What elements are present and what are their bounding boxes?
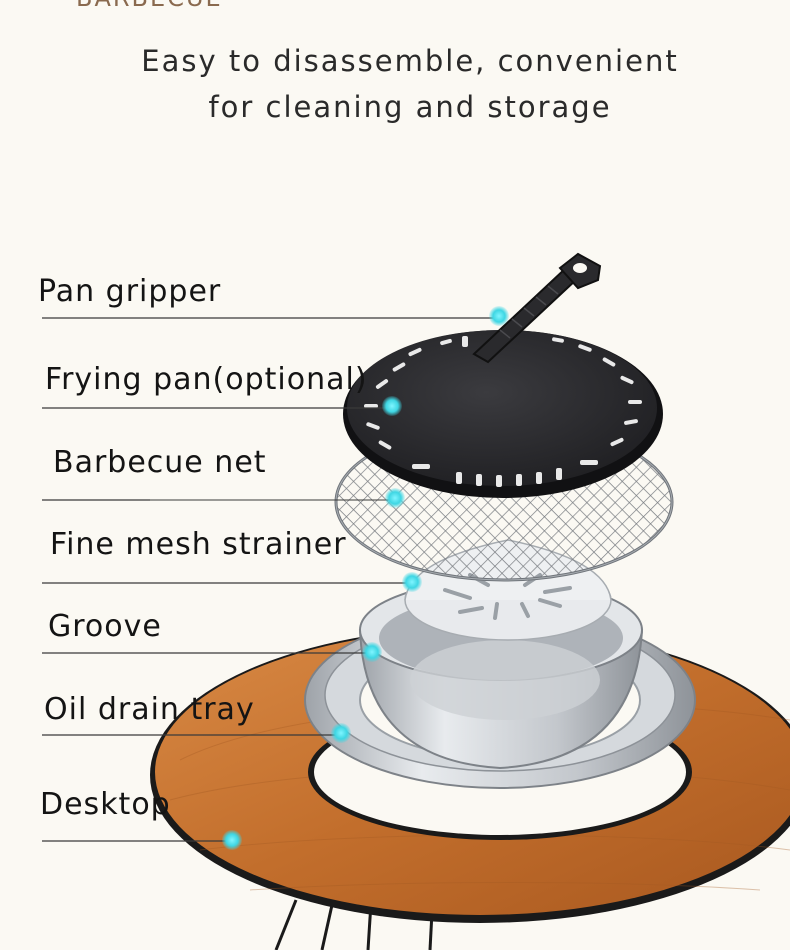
brand-text: BARBECUE <box>76 0 223 12</box>
marker-frying-pan <box>382 396 402 416</box>
pan-gripper <box>472 252 602 364</box>
label-desktop: Desktop <box>40 787 171 822</box>
marker-desktop <box>222 830 242 850</box>
callout-markers <box>222 306 509 850</box>
label-pan-gripper: Pan gripper <box>38 274 222 309</box>
marker-pan-gripper <box>489 306 509 326</box>
label-groove: Groove <box>48 609 162 644</box>
label-frying-pan: Frying pan(optional) <box>45 362 368 397</box>
headline-line-1: Easy to disassemble, convenient <box>141 44 679 78</box>
label-fine-mesh-strainer: Fine mesh strainer <box>50 527 347 562</box>
marker-fine-mesh-strainer <box>402 572 422 592</box>
marker-barbecue-net <box>385 488 405 508</box>
frying-pan <box>343 330 663 498</box>
label-barbecue-net: Barbecue net <box>53 445 267 480</box>
marker-groove <box>362 642 382 662</box>
marker-oil-drain-tray <box>331 723 351 743</box>
headline: Easy to disassemble, convenient for clea… <box>0 38 790 130</box>
label-oil-drain-tray: Oil drain tray <box>44 692 255 727</box>
leader-lines <box>42 317 500 842</box>
headline-line-2: for cleaning and storage <box>208 90 612 124</box>
